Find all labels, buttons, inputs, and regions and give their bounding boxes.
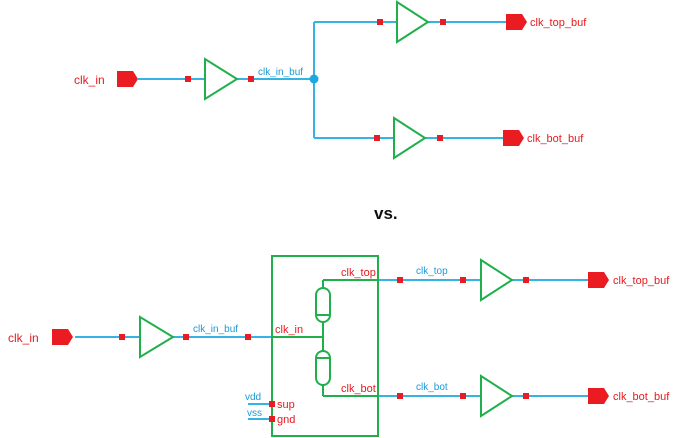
vs-separator: vs. — [374, 204, 398, 223]
pin-block-gnd — [269, 416, 275, 422]
pin-net-clk-top-right — [460, 277, 466, 283]
output-port-clk-bot-buf[interactable] — [503, 130, 524, 146]
pin-buffer-top-y — [440, 19, 446, 25]
block-pin-clk-top-label: clk_top — [341, 267, 376, 279]
block-pin-gnd-label: gnd — [277, 414, 295, 426]
pin-buffer-top-y — [523, 277, 529, 283]
transmission-line-top — [315, 287, 331, 323]
output-port-clk-bot-buf[interactable] — [588, 388, 609, 404]
net-label-clk-top: clk_top — [416, 266, 448, 277]
output-port-clk-top-buf[interactable] — [588, 272, 609, 288]
output-port-top-label: clk_top_buf — [530, 17, 587, 29]
block-pin-clk-bot-label: clk_bot — [341, 383, 376, 395]
pin-buffer-in-a — [185, 76, 191, 82]
buffer-bot[interactable] — [480, 374, 514, 418]
buffer-top[interactable] — [396, 0, 430, 44]
input-port-label: clk_in — [8, 331, 39, 345]
pin-buffer-in-a — [119, 334, 125, 340]
pin-buffer-in-y — [248, 76, 254, 82]
pin-buffer-bot-y — [523, 393, 529, 399]
pin-buffer-bot-y — [437, 135, 443, 141]
top-schematic: clk_in clk_in_buf clk_top_buf clk_bot_bu… — [74, 0, 587, 160]
output-port-top-label: clk_top_buf — [613, 275, 670, 287]
net-label-clk-in-buf: clk_in_buf — [193, 324, 238, 335]
buffer-bot[interactable] — [393, 116, 427, 160]
input-port-label: clk_in — [74, 73, 105, 87]
splitter-block-outline — [271, 255, 379, 437]
output-port-bot-label: clk_bot_buf — [527, 133, 584, 145]
pin-buffer-top-a — [377, 19, 383, 25]
buffer-in[interactable] — [139, 315, 175, 359]
pin-net-clk-top-left — [397, 277, 403, 283]
net-label-vdd: vdd — [245, 392, 261, 403]
bottom-schematic: clk_in clk_in_buf clk_in clk_top clk_bot… — [8, 255, 670, 437]
pin-buffer-bot-a — [374, 135, 380, 141]
splitter-block[interactable]: clk_in clk_top clk_bot sup gnd — [269, 255, 379, 437]
output-port-bot-label: clk_bot_buf — [613, 391, 670, 403]
net-label-vss: vss — [247, 408, 262, 419]
transmission-line-bot — [315, 350, 331, 386]
buffer-in[interactable] — [204, 57, 239, 101]
buffer-top[interactable] — [480, 258, 514, 302]
pin-block-sup — [269, 401, 275, 407]
pin-net-clk-bot-left — [397, 393, 403, 399]
junction-dot — [309, 74, 319, 84]
output-port-clk-top-buf[interactable] — [506, 14, 527, 30]
pin-block-input-stub — [245, 334, 251, 340]
pin-net-clk-bot-right — [460, 393, 466, 399]
block-pin-clk-in-label: clk_in — [275, 324, 303, 336]
input-port-clk-in[interactable] — [52, 329, 73, 345]
net-label-clk-in-buf: clk_in_buf — [258, 67, 303, 78]
block-pin-sup-label: sup — [277, 399, 295, 411]
net-label-clk-bot: clk_bot — [416, 382, 448, 393]
input-port-clk-in[interactable] — [117, 71, 138, 87]
pin-buffer-in-y — [183, 334, 189, 340]
